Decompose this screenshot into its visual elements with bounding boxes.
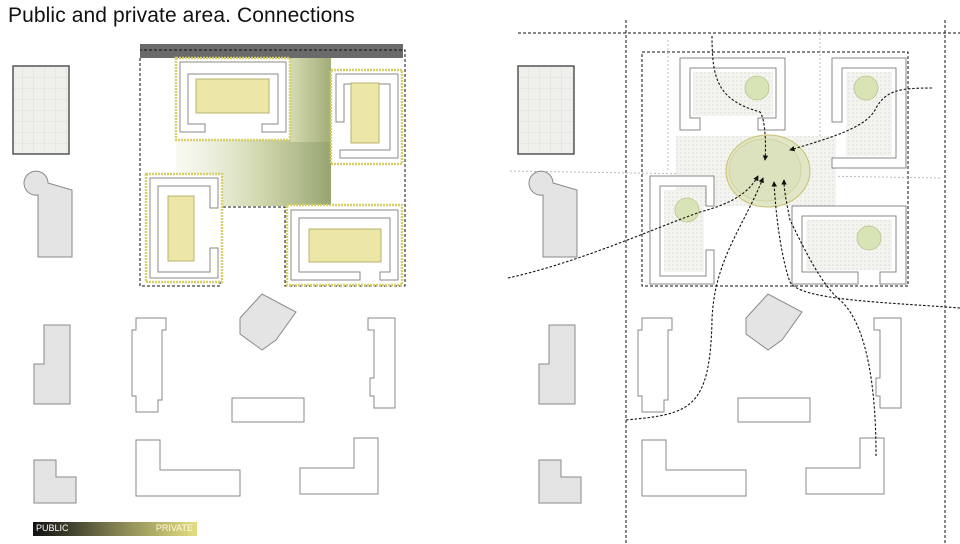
- diagram-title: Public and private area. Connections: [8, 4, 355, 27]
- building-west-long: [131, 317, 167, 413]
- private-building-1: [195, 78, 270, 114]
- legend-private-label: PRIVATE: [155, 523, 193, 533]
- right-plan: [507, 20, 960, 544]
- building-south-east: [299, 437, 379, 495]
- left-plan: [12, 44, 406, 504]
- public-private-legend: PUBLIC PRIVATE: [33, 522, 197, 536]
- building-center: [231, 397, 305, 423]
- private-building-4: [308, 228, 382, 263]
- street-band: [140, 44, 403, 58]
- green-space: [744, 75, 770, 101]
- building-south-west: [135, 439, 241, 497]
- building-west: [33, 324, 71, 405]
- connection-west: [507, 175, 759, 279]
- building-sw: [33, 459, 77, 504]
- building-east-long: [367, 317, 396, 409]
- private-building-3: [167, 195, 195, 262]
- private-building-2: [350, 82, 380, 144]
- rounded-building: [23, 170, 73, 258]
- connection-southwest: [625, 177, 764, 421]
- rotated-building: [239, 293, 297, 351]
- legend-public-label: PUBLIC: [36, 523, 69, 533]
- connection-east: [789, 87, 933, 152]
- grid-building: [12, 65, 70, 155]
- connection-south: [781, 179, 877, 457]
